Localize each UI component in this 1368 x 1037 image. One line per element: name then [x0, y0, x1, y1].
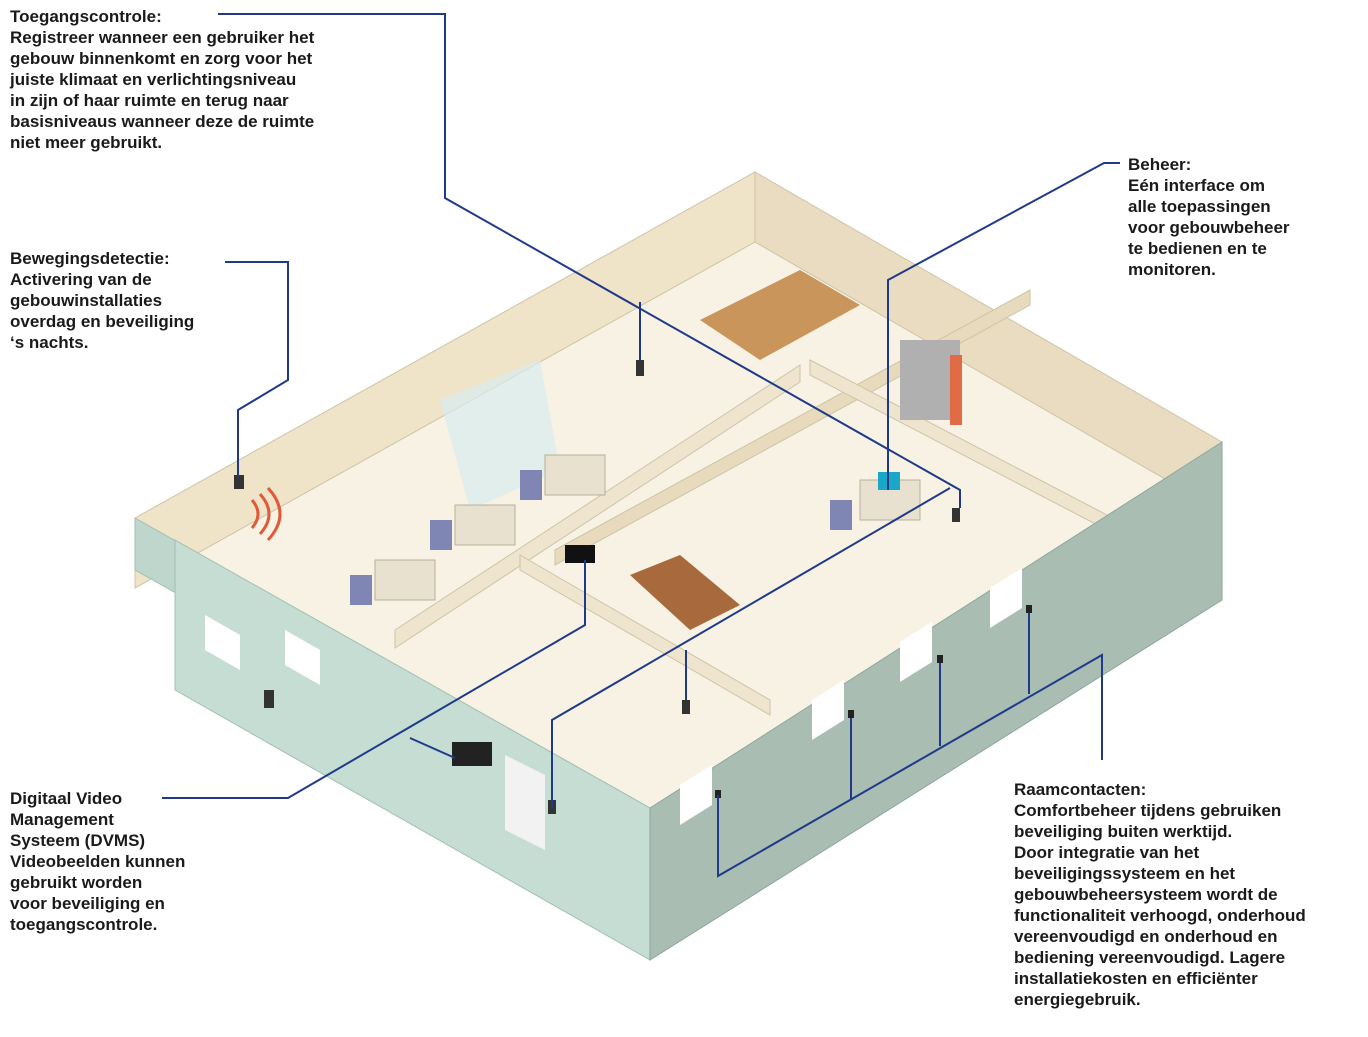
callout-title: Bewegingsdetectie: [10, 249, 170, 268]
leader-door-reader [551, 487, 951, 808]
leader-toegangscontrole [218, 13, 961, 508]
desk [374, 454, 921, 601]
leader-dvms-recorder [409, 737, 456, 759]
callout-body: Activering van de gebouwinstallaties ove… [10, 270, 195, 352]
callout-beheer: Beheer: Eén interface om alle toepassing… [1128, 154, 1358, 280]
partition-wall-1 [394, 364, 801, 649]
motion-sensor-device [234, 475, 244, 489]
leader-lines [162, 13, 1120, 878]
callout-body: Videobeelden kunnen gebruikt worden voor… [10, 852, 186, 934]
motion-detector-waves [250, 486, 282, 542]
window [205, 615, 240, 670]
window-contact-sensor [848, 710, 854, 718]
leader-bewegingsdetectie [225, 261, 289, 478]
meeting-table [700, 270, 860, 360]
dvms-recorder [452, 742, 492, 766]
leader-raamcontacten [717, 653, 1103, 878]
callout-title: Digitaal Video Management Systeem (DVMS) [10, 789, 146, 850]
callout-raamcontacten: Raamcontacten: Comfortbeheer tijdens geb… [1014, 779, 1368, 1010]
callout-title: Toegangscontrole: [10, 7, 162, 26]
callout-dvms: Digitaal Video Management Systeem (DVMS)… [10, 788, 240, 935]
window [990, 568, 1022, 628]
door-reader [952, 508, 960, 522]
callout-title: Raamcontacten: [1014, 780, 1147, 799]
callout-body: Comfortbeheer tijdens gebruiken beveilig… [1014, 801, 1306, 1009]
leader-dvms [162, 560, 586, 799]
window-contact-sensor [715, 790, 721, 798]
reception-desk [630, 555, 740, 630]
camera-device [565, 545, 595, 563]
access-reader [636, 360, 644, 376]
callout-toegangscontrole: Toegangscontrole: Registreer wanneer een… [10, 6, 410, 153]
callout-body: Eén interface om alle toepassingen voor … [1128, 176, 1290, 279]
front-right-wall [649, 441, 1223, 961]
entrance-door [505, 755, 545, 850]
window [285, 630, 320, 685]
leader-beheer [887, 162, 1120, 490]
window [900, 622, 932, 682]
door-reader [682, 700, 690, 714]
callout-body: Registreer wanneer een gebruiker het geb… [10, 28, 315, 152]
window [812, 680, 844, 740]
callout-title: Beheer: [1128, 155, 1192, 174]
window-contact-sensor [1026, 605, 1032, 613]
window [680, 765, 712, 825]
fire-extinguisher [950, 355, 962, 425]
window-contact-sensor [937, 655, 943, 663]
wall-reader [264, 690, 274, 708]
workstation [350, 470, 852, 605]
callout-bewegingsdetectie: Bewegingsdetectie: Activering van de geb… [10, 248, 250, 353]
